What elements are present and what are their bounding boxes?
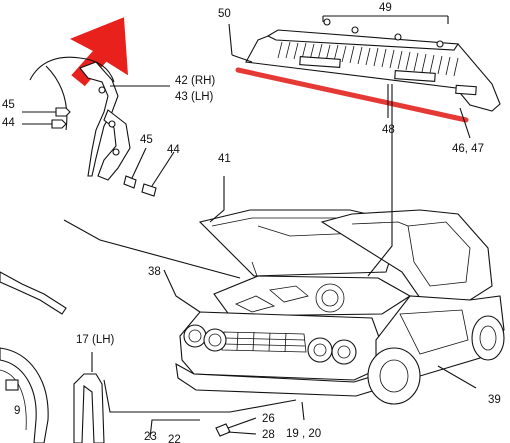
label-45-left: 45 <box>2 99 15 111</box>
seal-strip-highlight <box>235 67 469 123</box>
bolt-45-left <box>22 107 71 117</box>
label-26: 26 <box>262 413 275 425</box>
label-9: 9 <box>14 405 20 417</box>
nut-44-left <box>22 119 67 129</box>
label-49: 49 <box>379 2 392 14</box>
label-44-middle: 44 <box>167 144 180 156</box>
label-22: 22 <box>168 434 181 443</box>
bolt-45-middle <box>123 147 147 189</box>
label-28: 28 <box>262 429 275 441</box>
label-38: 38 <box>148 266 161 278</box>
label-23: 23 <box>144 431 157 443</box>
label-43: 43 (LH) <box>175 91 214 103</box>
label-46-47: 46, 47 <box>452 143 484 155</box>
label-50: 50 <box>218 8 231 20</box>
nut-44-middle <box>141 151 175 197</box>
headlamp-rim <box>0 347 49 443</box>
cowl-grille-panel <box>245 18 501 112</box>
label-48: 48 <box>382 124 395 136</box>
label-42: 42 (RH) <box>175 75 215 87</box>
label-39: 39 <box>488 394 501 406</box>
clip-26-28 <box>215 417 257 437</box>
label-41: 41 <box>218 153 231 165</box>
weatherstrip-17 <box>73 373 105 443</box>
car-body <box>175 209 505 405</box>
label-17: 17 (LH) <box>76 334 115 346</box>
label-19-20: 19 , 20 <box>286 428 321 440</box>
hood-hinge <box>29 56 131 181</box>
label-44-left: 44 <box>2 117 15 129</box>
label-45-middle: 45 <box>140 134 153 146</box>
molding-strip <box>0 271 67 315</box>
part-labels: 50 49 42 (RH) 43 (LH) 45 44 45 44 41 48 … <box>2 2 501 443</box>
